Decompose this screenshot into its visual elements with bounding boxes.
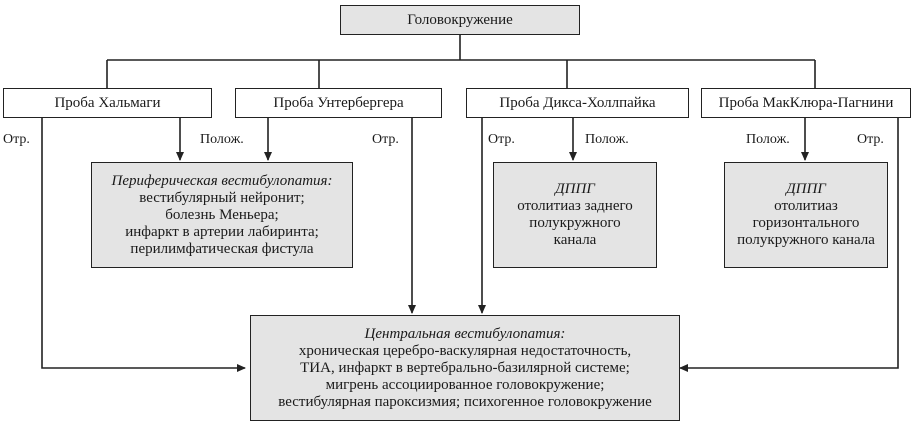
test-mcclure-pagnini-node: Проба МакКлюра-Пагнини — [701, 88, 911, 118]
peripheral-vestibulopathy-box: Периферическая вестибулопатия: вестибуля… — [91, 162, 353, 268]
label-pos-halmagyi: Полож. — [200, 132, 244, 147]
peripheral-line: болезнь Меньера; — [165, 206, 279, 223]
bppv-horizontal-line: полукружного канала — [737, 232, 875, 248]
central-vestibulopathy-box: Центральная вестибулопатия: хроническая … — [250, 315, 680, 421]
test-halmagyi-label: Проба Хальмаги — [54, 94, 161, 111]
bppv-horizontal-box: ДППГ отолитиаз горизонтального полукружн… — [724, 162, 888, 268]
bppv-posterior-title: ДППГ — [555, 181, 595, 197]
peripheral-line: перилимфатическая фистула — [130, 240, 314, 257]
label-pos-mcclure: Полож. — [746, 132, 790, 147]
test-mcclure-pagnini-label: Проба МакКлюра-Пагнини — [718, 94, 894, 111]
bppv-horizontal-line: горизонтального — [752, 215, 860, 231]
label-neg-mcclure: Отр. — [857, 132, 884, 147]
peripheral-line: вестибулярный нейронит; — [139, 189, 305, 206]
peripheral-title: Периферическая вестибулопатия: — [111, 172, 333, 189]
test-dix-hallpike-node: Проба Дикса-Холлпайка — [466, 88, 689, 118]
test-dix-hallpike-label: Проба Дикса-Холлпайка — [499, 94, 656, 111]
label-neg-halmagyi: Отр. — [3, 132, 30, 147]
test-unterberger-label: Проба Унтербергера — [273, 94, 404, 111]
root-label: Головокружение — [407, 11, 513, 28]
central-title: Центральная вестибулопатия: — [364, 325, 566, 342]
bppv-horizontal-line: отолитиаз — [774, 198, 838, 214]
root-node: Головокружение — [340, 5, 580, 35]
bppv-posterior-line: канала — [553, 232, 597, 248]
arrow-mcclure-neg — [679, 118, 899, 372]
peripheral-line: инфаркт в артерии лабиринта; — [125, 223, 319, 240]
label-pos-dix: Полож. — [585, 132, 629, 147]
central-line: ТИА, инфаркт в вертебрально-базилярной с… — [300, 359, 630, 376]
bppv-posterior-box: ДППГ отолитиаз заднего полукружного кана… — [493, 162, 657, 268]
label-neg-dix: Отр. — [488, 132, 515, 147]
bppv-posterior-line: отолитиаз заднего — [517, 198, 633, 214]
label-neg-unterberger: Отр. — [372, 132, 399, 147]
central-line: хроническая церебро-васкулярная недостат… — [298, 342, 632, 359]
arrow-halmagyi-neg — [41, 118, 246, 372]
central-line: мигрень ассоциированное головокружение; — [325, 376, 605, 393]
test-unterberger-node: Проба Унтербергера — [235, 88, 442, 118]
bppv-posterior-line: полукружного — [529, 215, 621, 231]
central-line: вестибулярная пароксизмия; психогенное г… — [278, 393, 652, 410]
test-halmagyi-node: Проба Хальмаги — [3, 88, 212, 118]
bppv-horizontal-title: ДППГ — [786, 181, 826, 197]
